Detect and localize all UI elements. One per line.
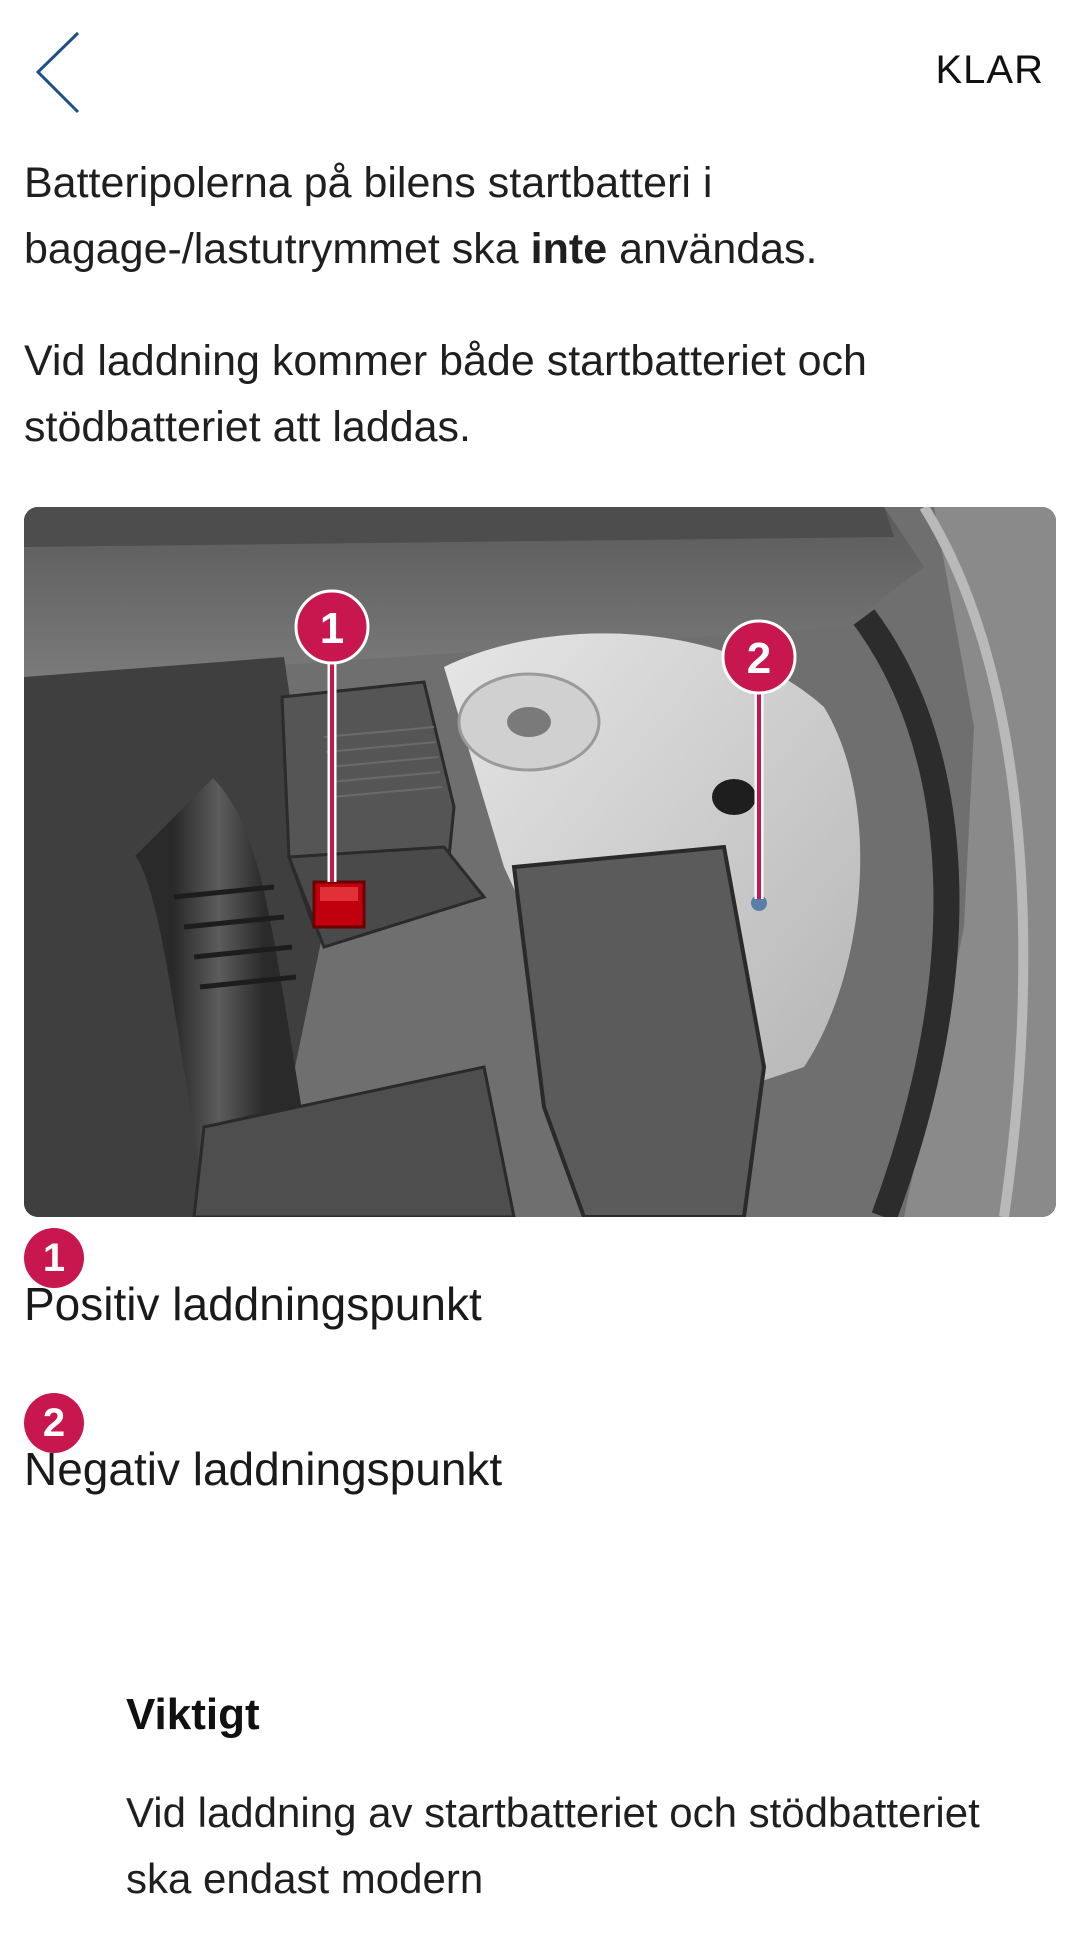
intro-text-start: Batteripolerna på bilens startbatteri i …	[24, 159, 713, 273]
chevron-left-icon	[35, 31, 80, 114]
callout-badge-1: 1	[24, 1228, 84, 1288]
top-bar: KLAR	[0, 0, 1080, 150]
important-title: Viktigt	[126, 1690, 260, 1739]
back-button[interactable]	[30, 30, 90, 115]
legend-label-negative: Negativ laddningspunkt	[24, 1443, 503, 1495]
intro-paragraph: Batteripolerna på bilens startbatteri i …	[24, 150, 1054, 282]
important-body: Vid laddning av startbatteriet och stödb…	[126, 1789, 980, 1902]
charging-paragraph: Vid laddning kommer både startbatteriet …	[24, 337, 867, 451]
legend-item-negative: 2 Negativ laddningspunkt	[24, 1393, 924, 1497]
intro-text-end: användas.	[607, 225, 818, 273]
callout-1-label: 1	[320, 604, 344, 653]
callout-2-label: 2	[747, 634, 771, 683]
callout-badge-2: 2	[24, 1393, 84, 1453]
done-button[interactable]: KLAR	[935, 48, 1044, 92]
legend-label-positive: Positiv laddningspunkt	[24, 1278, 482, 1330]
intro-emphasis: inte	[530, 225, 608, 273]
engine-bay-illustration: 1 2	[24, 507, 1056, 1217]
important-notice: Viktigt Vid laddning av startbatteriet o…	[126, 1690, 986, 1912]
engine-bay-drawing: 1 2	[24, 507, 1056, 1217]
legend-item-positive: 1 Positiv laddningspunkt	[24, 1228, 924, 1332]
